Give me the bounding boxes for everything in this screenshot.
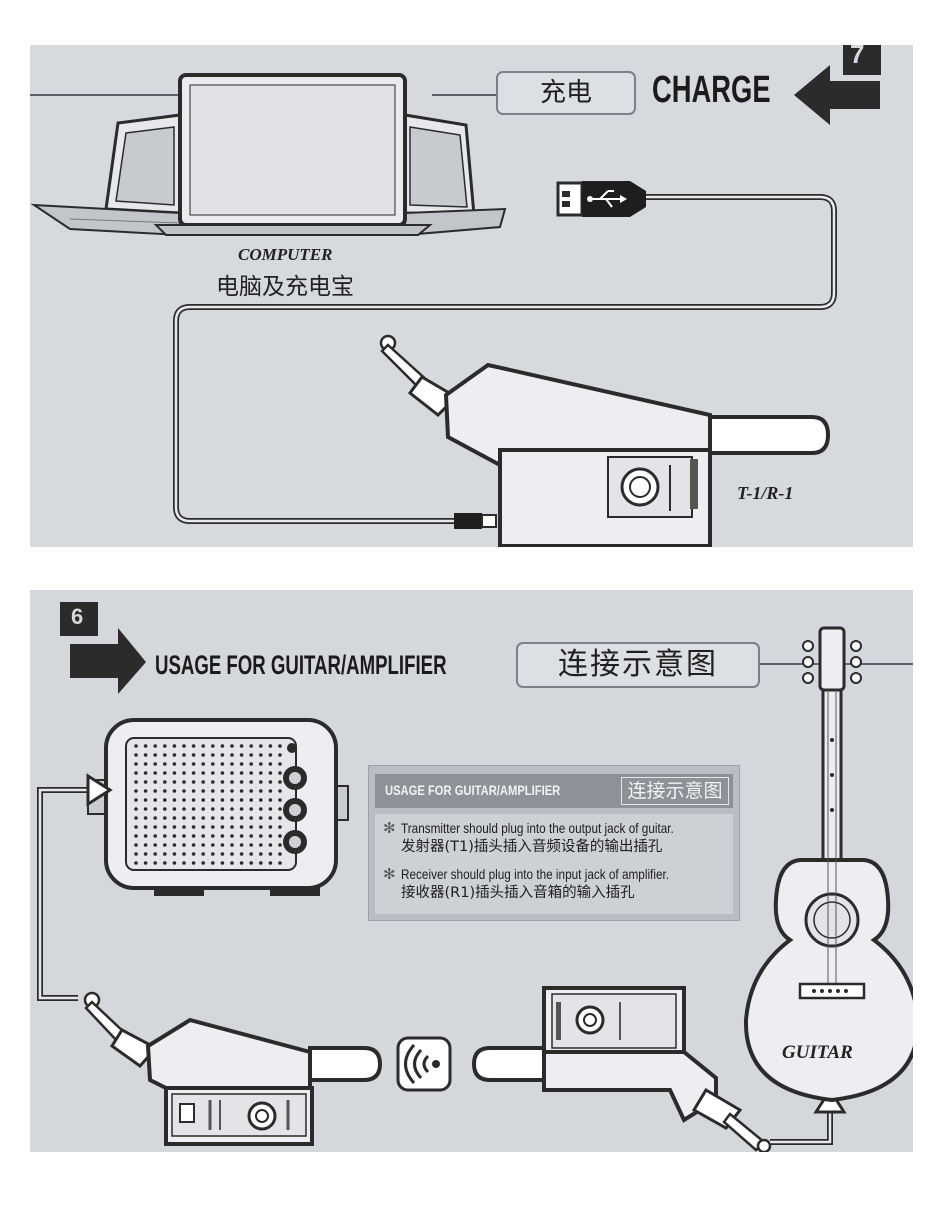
info-box-header: USAGE FOR GUITAR/AMPLIFIER 连接示意图 <box>375 774 733 808</box>
info-header-cn: 连接示意图 <box>621 777 729 805</box>
charge-heading-cn-box: 充电 <box>496 71 636 115</box>
receiver-device-icon <box>83 991 383 1146</box>
usb-plug-icon <box>556 181 646 217</box>
note-text-en: Receiver should plug into the input jack… <box>401 866 670 882</box>
step-number: 6 <box>71 604 84 629</box>
laptop-left-icon <box>30 113 182 237</box>
step-number: 7 <box>850 45 865 69</box>
usage-panel: 6 USAGE FOR GUITAR/AMPLIFIER 连接示意图 USAGE… <box>30 590 913 1152</box>
charge-illustration <box>30 45 881 547</box>
wireless-signal-icon <box>396 1036 452 1092</box>
usage-heading-cn-box: 连接示意图 <box>516 642 760 688</box>
usage-heading-cn: 连接示意图 <box>558 647 718 682</box>
step-arrow-icon <box>794 45 881 125</box>
charge-panel: 7 充电 CHARGE COMPUTER 电脑及充电宝 T-1/R-1 <box>30 45 913 547</box>
amplifier-icon <box>87 718 349 896</box>
transmitter-device-icon <box>471 986 772 1152</box>
note-text-cn: 接收器(R1)插头插入音箱的输入插孔 <box>401 885 635 901</box>
charge-heading-cn: 充电 <box>539 78 592 108</box>
computer-label-cn: 电脑及充电宝 <box>216 274 354 300</box>
info-box-body: ✻ Transmitter should plug into the outpu… <box>375 814 733 914</box>
transmitter-receiver-device-icon <box>379 334 831 547</box>
device-label: T-1/R-1 <box>737 483 794 503</box>
laptop-right-icon <box>403 113 507 237</box>
note-text-en: Transmitter should plug into the output … <box>401 820 674 836</box>
computer-label-en: COMPUTER <box>238 245 333 264</box>
usage-heading-en: USAGE FOR GUITAR/AMPLIFIER <box>155 650 447 680</box>
usage-illustration <box>37 602 913 1152</box>
info-header-en: USAGE FOR GUITAR/AMPLIFIER <box>385 782 561 798</box>
guitar-label: GUITAR <box>782 1042 853 1063</box>
laptop-center-icon <box>153 73 433 236</box>
step-arrow-icon <box>60 602 146 694</box>
charge-heading-en: CHARGE <box>652 69 771 111</box>
note-bullet: ✻ <box>383 820 396 837</box>
note-bullet: ✻ <box>383 866 396 883</box>
usage-info-box: USAGE FOR GUITAR/AMPLIFIER 连接示意图 ✻ Trans… <box>368 765 740 921</box>
note-text-cn: 发射器(T1)插头插入音频设备的输出插孔 <box>401 839 663 855</box>
guitar-icon <box>743 626 913 1103</box>
